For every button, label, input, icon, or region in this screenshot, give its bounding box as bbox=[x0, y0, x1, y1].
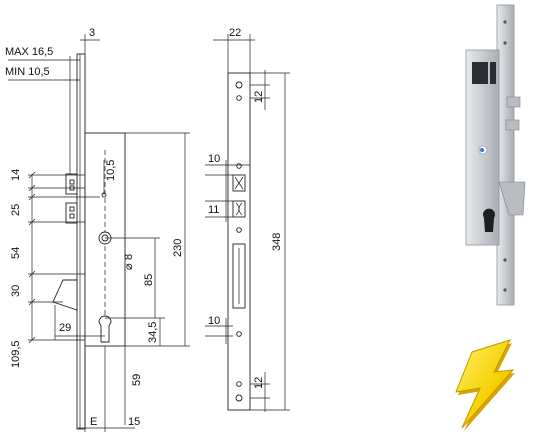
dim-25: 25 bbox=[10, 204, 22, 216]
dim-15: 15 bbox=[128, 416, 140, 428]
dim-14: 14 bbox=[10, 169, 22, 181]
dim-230: 230 bbox=[172, 239, 184, 257]
front-view bbox=[8, 34, 190, 432]
dim-109-5: 109,5 bbox=[10, 340, 22, 368]
dim-3: 3 bbox=[89, 27, 95, 39]
dim-59: 59 bbox=[131, 374, 143, 386]
dim-12-bottom: 12 bbox=[253, 377, 265, 389]
anti-friction-latch bbox=[65, 202, 78, 224]
dimension-labels: MAX 16,5 MIN 10,5 3 14 10,5 25 54 30 109… bbox=[5, 27, 283, 428]
dim-8: 8 bbox=[123, 254, 135, 260]
faceplate-view bbox=[205, 34, 290, 412]
diameter-icon: ⌀ bbox=[123, 263, 135, 270]
faceplate bbox=[227, 72, 251, 411]
deadbolt-hook bbox=[52, 279, 78, 311]
cylinder-cutout bbox=[98, 315, 112, 343]
dim-10-5: 10,5 bbox=[105, 160, 117, 181]
screw-hole-bottom bbox=[235, 394, 243, 402]
lock-photo bbox=[465, 4, 526, 306]
faceplate-strip bbox=[76, 53, 86, 430]
lightning-bolt-icon bbox=[455, 339, 515, 431]
min-label: MIN 10,5 bbox=[5, 66, 50, 78]
dim-e: E bbox=[90, 416, 97, 428]
screw-hole-top bbox=[235, 81, 243, 89]
dim-10-upper: 10 bbox=[208, 153, 220, 165]
dim-34-5: 34,5 bbox=[147, 322, 159, 343]
dim-85: 85 bbox=[143, 274, 155, 286]
dim-12-top: 12 bbox=[253, 91, 265, 103]
dim-22: 22 bbox=[229, 27, 241, 39]
dim-11: 11 bbox=[208, 204, 219, 216]
dim-10-lower: 10 bbox=[208, 315, 220, 327]
dim-348: 348 bbox=[271, 233, 283, 251]
dim-54: 54 bbox=[10, 247, 22, 259]
dim-29: 29 bbox=[59, 322, 71, 334]
dim-30: 30 bbox=[10, 285, 22, 297]
max-label: MAX 16,5 bbox=[5, 46, 53, 58]
